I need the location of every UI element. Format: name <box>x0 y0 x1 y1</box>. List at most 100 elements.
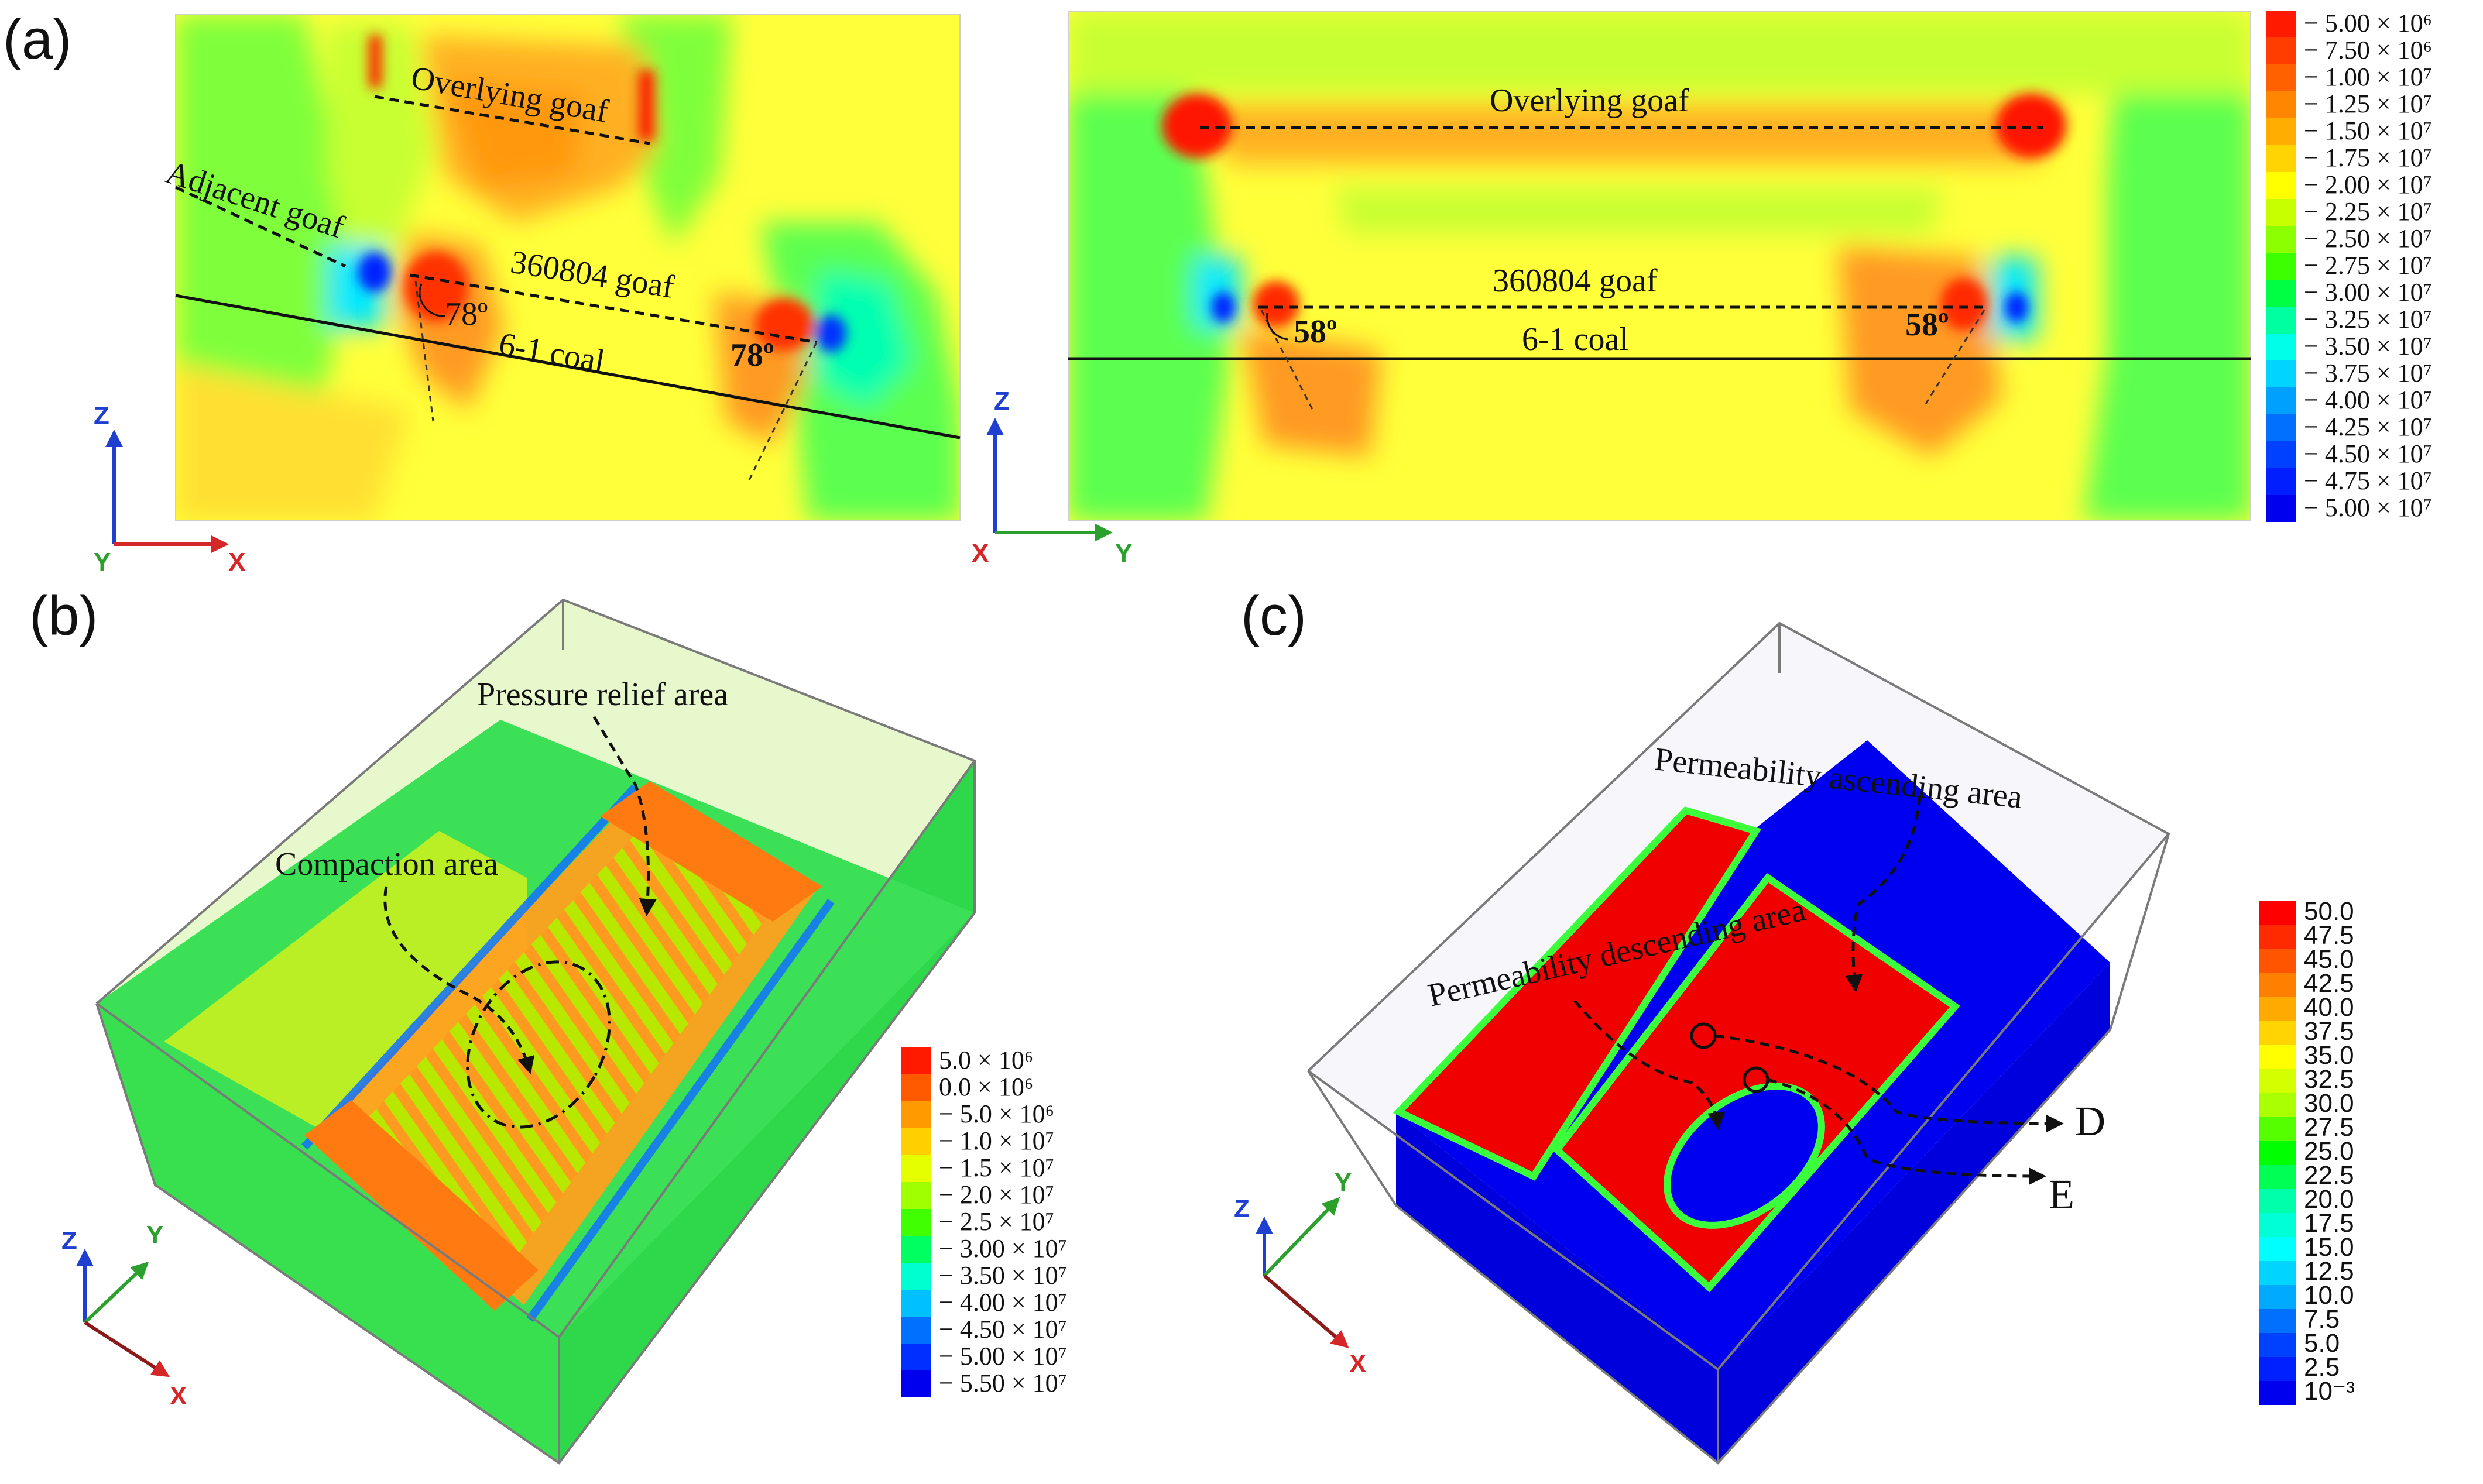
legend-b-label: − 4.50 × 10⁷ <box>939 1315 1067 1344</box>
legend-a-swatch <box>2266 307 2296 334</box>
axes-triad-b: Z Y X <box>61 1221 187 1410</box>
legend-c-swatch <box>2259 1093 2296 1117</box>
panel-c-model <box>1307 621 2171 1465</box>
legend-b-label: − 4.00 × 10⁷ <box>939 1288 1067 1317</box>
legend-b-label: − 1.0 × 10⁷ <box>939 1126 1054 1155</box>
legend-b-swatch <box>901 1263 931 1290</box>
axis-z-label-c: Z <box>1234 1194 1250 1223</box>
legend-c-swatch <box>2259 1333 2296 1357</box>
legend-c-swatch <box>2259 1189 2296 1213</box>
compaction-arrow <box>383 886 535 1074</box>
axis-y-label-b: Y <box>146 1221 163 1249</box>
legend-a-swatch <box>2266 280 2296 307</box>
legend-a-label: − 5.00 × 10⁷ <box>2304 493 2432 522</box>
legend-c-label: 45.0 <box>2304 945 2354 974</box>
angle-label-right-2: 58º <box>1905 307 1949 343</box>
point-d-label: D <box>2075 1098 2105 1145</box>
legend-a-swatch <box>2266 414 2296 441</box>
break-angle-line-2 <box>748 342 818 480</box>
break-angle-line-1 <box>414 280 434 422</box>
legend-c-swatch <box>2259 925 2296 949</box>
legend-a-swatch <box>2266 495 2296 522</box>
legend-a-swatch <box>2266 253 2296 280</box>
legend-c-label: 10.0 <box>2304 1281 2354 1310</box>
legend-c-label: 20.0 <box>2304 1185 2354 1214</box>
legend-c-label: 40.0 <box>2304 993 2354 1022</box>
legend-a-label: − 3.75 × 10⁷ <box>2304 359 2432 387</box>
pressure-relief-label: Pressure relief area <box>477 676 728 713</box>
panel-a-left-section <box>176 15 960 521</box>
axis-y-label-a-right: Y <box>1115 539 1132 568</box>
legend-b-swatch <box>901 1370 931 1397</box>
legend-c-label: 37.5 <box>2304 1017 2354 1046</box>
legend-a-swatch <box>2266 468 2296 495</box>
legend-a-swatch <box>2266 145 2296 172</box>
angle-arc-3 <box>1266 312 1288 341</box>
legend-c-label: 17.5 <box>2304 1209 2354 1238</box>
legend-c-swatch <box>2259 1045 2296 1069</box>
angle-label-right-1: 58º <box>1294 314 1337 350</box>
coal-seam-label-right: 6-1 coal <box>1522 321 1628 358</box>
point-e-label: E <box>2049 1171 2074 1218</box>
legend-a-swatch <box>2266 172 2296 199</box>
legend-a-swatch <box>2266 118 2296 145</box>
legend-a-label: − 2.75 × 10⁷ <box>2304 251 2432 280</box>
legend-a-label: − 1.50 × 10⁷ <box>2304 116 2432 145</box>
legend-c-swatch <box>2259 949 2296 973</box>
legend-a-label: − 7.50 × 10⁶ <box>2304 36 2432 64</box>
break-angle-line-3 <box>1260 310 1315 413</box>
legend-c-label: 32.5 <box>2304 1065 2354 1094</box>
panel-b-label: (b) <box>29 585 98 647</box>
legend-a-label: − 1.25 × 10⁷ <box>2304 90 2432 118</box>
legend-b-swatch <box>901 1128 931 1155</box>
angle-label-left-1: 78º <box>445 296 488 332</box>
legend-c-swatch <box>2259 901 2296 925</box>
legend-c-label: 22.5 <box>2304 1161 2354 1190</box>
legend-c-swatch <box>2259 1381 2296 1405</box>
legend-b-swatch <box>901 1209 931 1236</box>
legend-a-swatch <box>2266 334 2296 360</box>
legend-c-swatch <box>2259 1165 2296 1189</box>
legend-a-swatch <box>2266 37 2296 64</box>
arrow-to-e <box>1767 1078 2046 1185</box>
legend-c-swatch <box>2259 1141 2296 1165</box>
legend-a-label: − 4.00 × 10⁷ <box>2304 386 2432 414</box>
legend-a-swatch <box>2266 199 2296 226</box>
legend-a-label: − 4.50 × 10⁷ <box>2304 439 2432 468</box>
legend-c-label: 47.5 <box>2304 921 2354 950</box>
legend-c-swatch <box>2259 997 2296 1021</box>
legend-b-swatch <box>901 1317 931 1344</box>
legend-c-label: 50.0 <box>2304 897 2354 926</box>
legend-a-label: − 4.25 × 10⁷ <box>2304 413 2432 441</box>
legend-a-swatch <box>2266 91 2296 118</box>
angle-arc-1 <box>419 283 445 317</box>
legend-a-label: − 5.00 × 10⁶ <box>2304 9 2432 37</box>
axis-z-label-a-right: Z <box>994 387 1010 415</box>
break-angle-line-4 <box>1925 310 1985 404</box>
axis-x-label-b: X <box>170 1382 187 1410</box>
legend-a-swatch <box>2266 387 2296 414</box>
legend-c-label: 35.0 <box>2304 1041 2354 1070</box>
descending-arrow <box>1573 999 1726 1130</box>
legend-c-swatch <box>2259 1285 2296 1309</box>
legend-c-swatch <box>2259 1237 2296 1261</box>
legend-b-label: − 3.50 × 10⁷ <box>939 1261 1067 1290</box>
legend-b-swatch <box>901 1344 931 1370</box>
compaction-label: Compaction area <box>275 846 498 882</box>
legend-b-label: − 5.00 × 10⁷ <box>939 1342 1067 1370</box>
legend-a-swatch <box>2266 11 2296 37</box>
axes-triad-a-right: Z X Y <box>972 387 1132 568</box>
legend-c-label: 27.5 <box>2304 1113 2354 1142</box>
legend-c-swatch <box>2259 1021 2296 1045</box>
legend-c-swatch <box>2259 1357 2296 1381</box>
legend-b-swatch <box>901 1101 931 1128</box>
legend-panel-c: 50.047.545.042.540.037.535.032.530.027.5… <box>2259 897 2355 1406</box>
legend-b-label: − 2.0 × 10⁷ <box>939 1180 1054 1209</box>
panel-a-right-section <box>1068 12 2251 521</box>
legend-c-swatch <box>2259 973 2296 997</box>
legend-c-label: 12.5 <box>2304 1257 2354 1286</box>
legend-b-label: − 5.50 × 10⁷ <box>939 1369 1067 1397</box>
panel-b-model <box>95 598 977 1465</box>
legend-c-label: 5.0 <box>2304 1329 2340 1358</box>
